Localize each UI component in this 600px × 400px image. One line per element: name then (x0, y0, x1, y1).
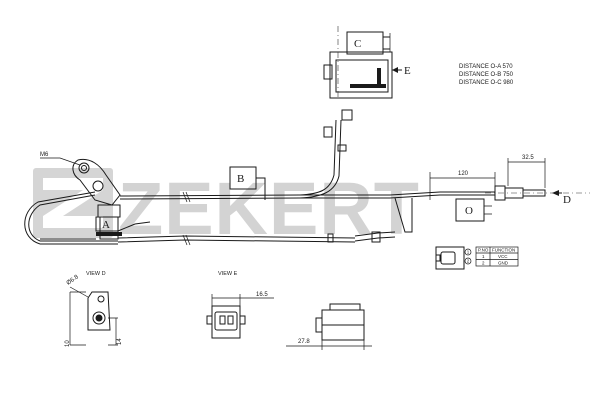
connector-side-view: 27.8 (286, 303, 372, 350)
pin-row-2-func: GND (498, 261, 509, 266)
dim-10: 10 (65, 340, 71, 347)
view-d: VIEW D Ø6.8 10 14 (65, 271, 123, 347)
dim-32-5: 32.5 (522, 155, 534, 161)
pin-row-1-no: 1 (482, 254, 485, 259)
dim-16-5: 16.5 (256, 292, 268, 298)
end-connector: D 32.5 120 O (429, 155, 590, 222)
dim-27-8: 27.8 (298, 339, 310, 345)
view-d-title: VIEW D (86, 271, 106, 277)
ref-d: D (563, 194, 571, 206)
pin-header-function: FUNCTION (492, 248, 515, 253)
ref-e: E (404, 65, 411, 77)
distance-notes: DISTANCE O-A 570 DISTANCE O-B 750 DISTAN… (459, 64, 514, 86)
zekert-watermark: ZEKERT (33, 167, 420, 250)
ref-box-o: O (465, 205, 473, 217)
view-e: VIEW E 16.5 (206, 271, 274, 339)
ref-box-b: B (237, 173, 244, 185)
ref-box-b-group: B (229, 166, 266, 200)
dim-dia-6-8: Ø6.8 (66, 274, 81, 287)
ref-box-c: C (354, 38, 361, 50)
dim-120: 120 (458, 171, 469, 177)
thread-label: M6 (40, 152, 49, 158)
connector-bracket: C E (323, 26, 411, 152)
pin-row-2-no: 2 (482, 261, 485, 266)
ref-box-a: A (102, 219, 110, 231)
pin-function-table: 1 2 P.NO FUNCTION 1 VCC 2 GND (435, 246, 519, 270)
pin-marker-2: 2 (467, 259, 470, 264)
view-e-title: VIEW E (218, 271, 238, 277)
distance-oa: DISTANCE O-A 570 (459, 64, 513, 70)
distance-oc: DISTANCE O-C 980 (459, 80, 514, 86)
sensor-cable (24, 119, 495, 246)
watermark-text: ZEKERT (118, 167, 420, 250)
distance-ob: DISTANCE O-B 750 (459, 72, 514, 78)
sensor-head: M6 A (40, 152, 151, 240)
dim-14: 14 (117, 338, 123, 345)
pin-row-1-func: VCC (498, 254, 508, 259)
pin-header-no: P.NO (478, 248, 489, 253)
pin-marker-1: 1 (467, 250, 470, 255)
